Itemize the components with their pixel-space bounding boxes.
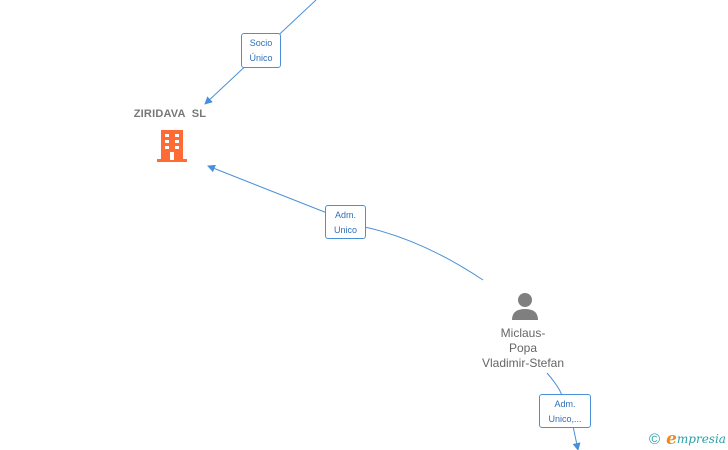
- person-name-line-2: Popa: [508, 341, 538, 355]
- copyright-icon: ©: [649, 430, 661, 448]
- person-name[interactable]: Miclaus- Popa Vladimir-Stefan: [470, 326, 576, 371]
- edge-label-adm-unico-line1: Adm.: [334, 210, 356, 220]
- brand-logo-text: mpresia: [676, 432, 726, 446]
- edge-label-adm-unico-line2: Unico: [333, 225, 357, 235]
- brand-watermark[interactable]: © e mpresia: [649, 429, 726, 449]
- brand-logo-letter: e: [666, 429, 677, 449]
- edge-label-socio-unico-line2: Único: [249, 53, 273, 63]
- building-icon[interactable]: [155, 128, 189, 164]
- edge-label-socio-unico[interactable]: Socio Único: [241, 33, 281, 68]
- edge-label-adm-unico-2-line2: Unico,...: [548, 414, 582, 424]
- edge-label-adm-unico-2[interactable]: Adm. Unico,...: [539, 394, 591, 428]
- company-name[interactable]: ZIRIDAVA SL: [133, 108, 207, 120]
- edge-label-adm-unico[interactable]: Adm. Unico: [325, 205, 366, 239]
- edge-label-socio-unico-line1: Socio: [249, 38, 273, 48]
- person-name-line-1: Miclaus-: [500, 326, 546, 340]
- person-icon[interactable]: [509, 290, 541, 322]
- edge-label-adm-unico-2-line1: Adm.: [554, 399, 576, 409]
- person-name-line-3: Vladimir-Stefan: [481, 356, 565, 370]
